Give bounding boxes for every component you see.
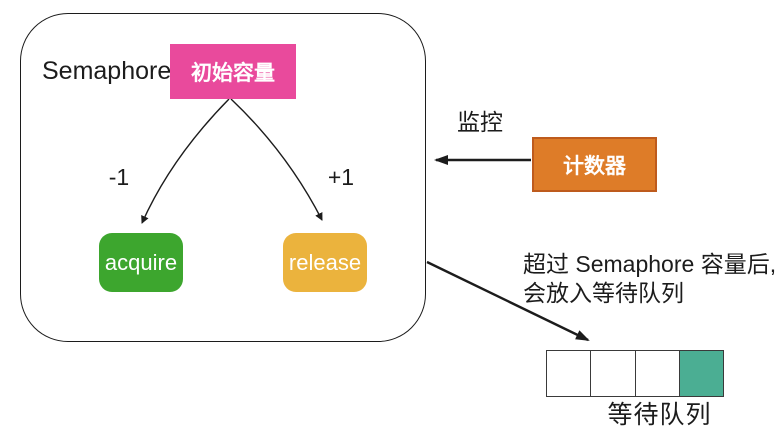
counter-box: 计数器 (532, 137, 657, 192)
queue-cell-empty (634, 351, 679, 396)
initial-capacity-box: 初始容量 (170, 44, 296, 99)
acquire-box: acquire (99, 233, 183, 292)
wait-queue-label: 等待队列 (607, 401, 712, 429)
overflow-note-line1: 超过 Semaphore 容量后, (523, 251, 777, 277)
semaphore-container (20, 13, 426, 342)
increment-label: +1 (327, 164, 355, 190)
monitor-label: 监控 (457, 109, 503, 135)
overflow-note-line2: 会放入等待队列 (523, 280, 684, 306)
queue-cell-empty (547, 351, 591, 396)
queue-cell-empty (590, 351, 635, 396)
decrement-label: -1 (108, 164, 130, 190)
release-box: release (283, 233, 367, 292)
queue-cell-filled (678, 351, 723, 396)
wait-queue (546, 350, 724, 397)
semaphore-title: Semaphore (42, 57, 172, 85)
overflow-note: 超过 Semaphore 容量后, 会放入等待队列 (523, 250, 776, 308)
